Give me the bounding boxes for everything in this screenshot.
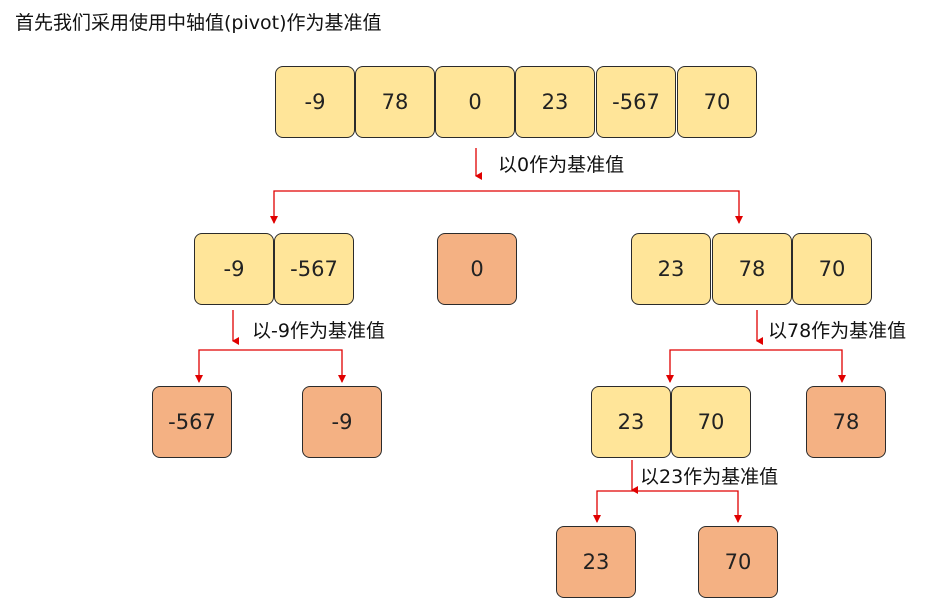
step-label-pivot-0: 以0作为基准值 xyxy=(498,154,625,176)
array-cell: 23 xyxy=(631,233,711,305)
array-cell: 0 xyxy=(435,66,515,138)
array-cell: 23 xyxy=(515,66,595,138)
split-connector xyxy=(273,190,740,223)
array-cell: -567 xyxy=(596,66,676,138)
step-label-pivot-minus-9: 以-9作为基准值 xyxy=(252,320,385,342)
step-label-pivot-23: 以23作为基准值 xyxy=(640,466,779,488)
step-label-pivot-78: 以78作为基准值 xyxy=(768,320,907,342)
array-cell: -567 xyxy=(274,233,354,305)
sorted-cell: 70 xyxy=(698,526,778,598)
page-title: 首先我们采用使用中轴值(pivot)作为基准值 xyxy=(15,12,382,34)
array-cell: 78 xyxy=(712,233,792,305)
split-connector xyxy=(596,490,739,522)
array-cell: 23 xyxy=(591,386,671,458)
array-cell: 70 xyxy=(671,386,751,458)
sorted-cell: 23 xyxy=(556,526,636,598)
pivot-cell: 0 xyxy=(437,233,517,305)
split-connector xyxy=(669,349,843,382)
split-connector xyxy=(198,349,343,382)
sorted-cell: -9 xyxy=(302,386,382,458)
sorted-cell: -567 xyxy=(152,386,232,458)
array-cell: -9 xyxy=(275,66,355,138)
array-cell: 78 xyxy=(355,66,435,138)
array-cell: 70 xyxy=(677,66,757,138)
array-cell: 70 xyxy=(792,233,872,305)
array-cell: -9 xyxy=(194,233,274,305)
sorted-cell: 78 xyxy=(806,386,886,458)
